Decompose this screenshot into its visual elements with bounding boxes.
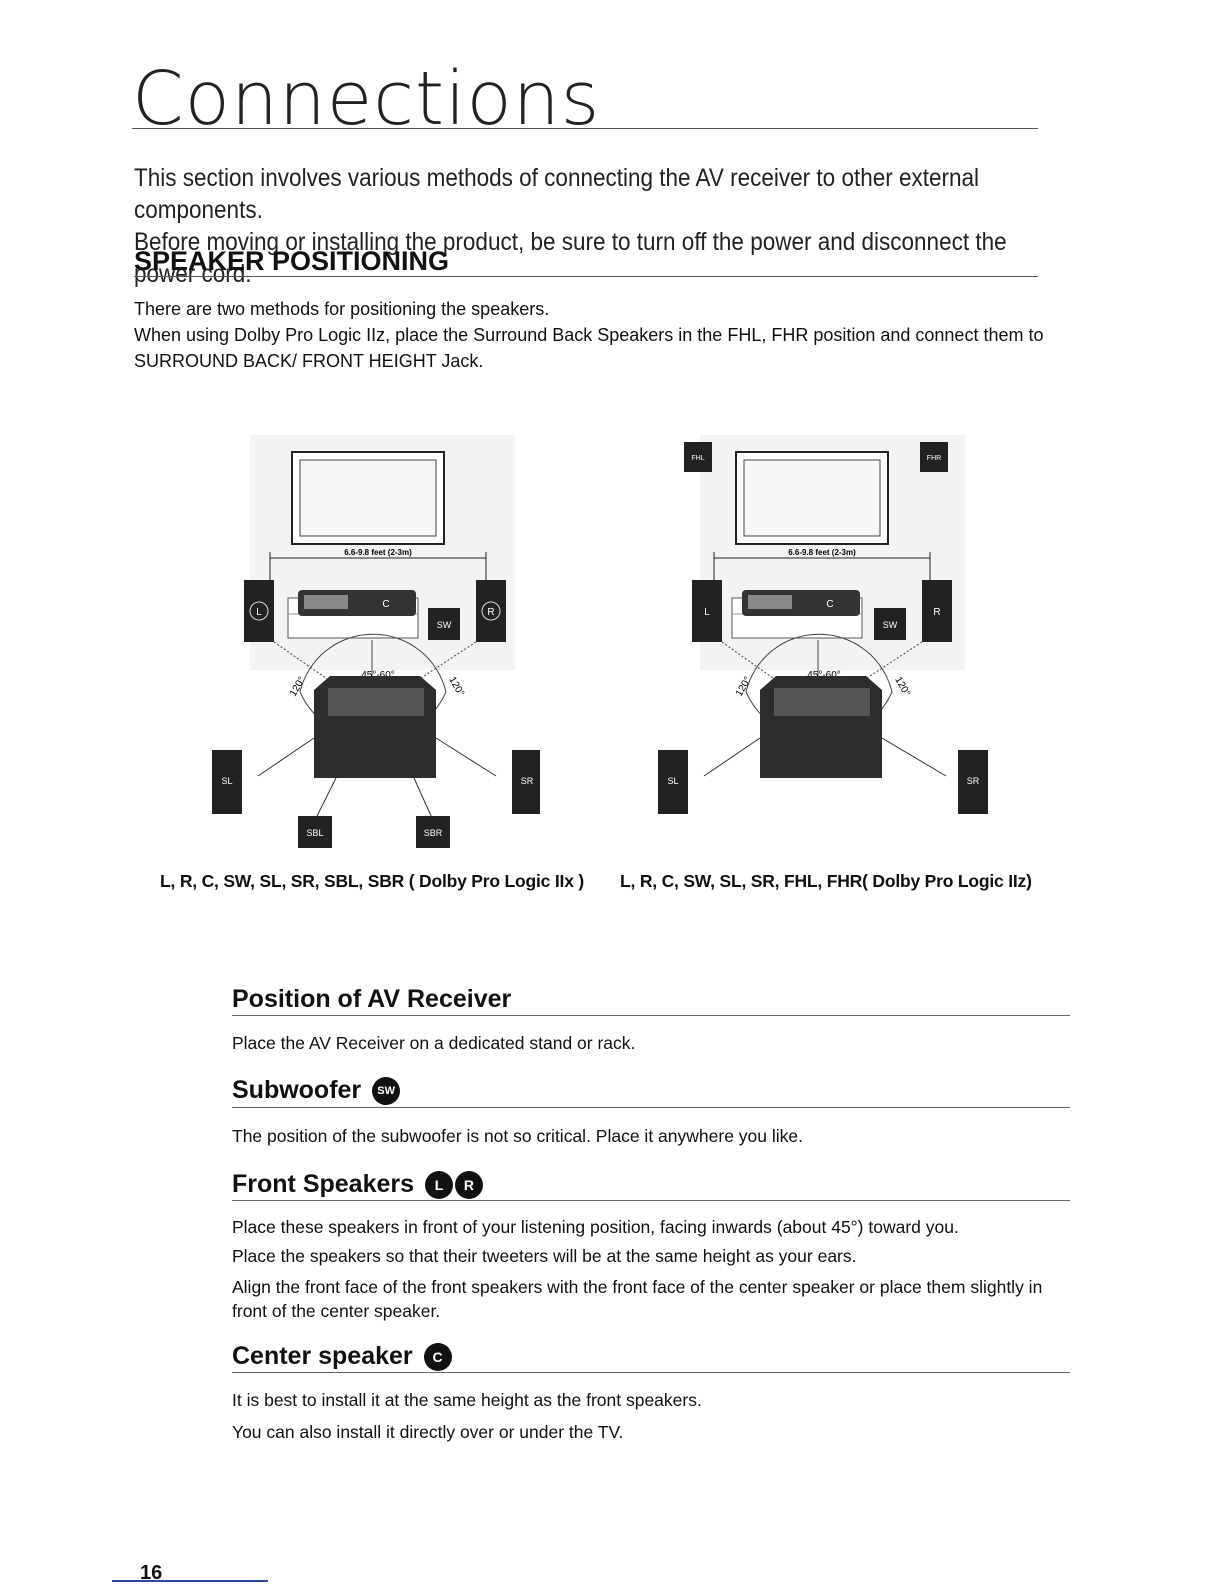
page-title: Connections: [132, 56, 601, 142]
section-line: Align the front face of the front speake…: [232, 1277, 1043, 1321]
section-heading-text: Front Speakers: [232, 1170, 415, 1198]
speaker-l-label: L: [256, 607, 262, 618]
speaker-sbr-label: SBR: [424, 828, 443, 838]
speaker-fhr-icon: [920, 442, 948, 472]
speaker-sr-icon: [958, 750, 988, 814]
diagram-right: FHL FHR 6.6-9.8 feet (2-3m) L R C SW 45°…: [658, 435, 988, 814]
page-number-rule: [112, 1580, 268, 1582]
title-rule: [132, 128, 1038, 129]
section-line: You can also install it directly over or…: [232, 1422, 624, 1442]
section-line: The position of the subwoofer is not so …: [232, 1126, 803, 1146]
diagram-left: 6.6-9.8 feet (2-3m) L R C SW 45°-60° 120…: [212, 435, 540, 848]
section-rule: [232, 1372, 1070, 1373]
intro-line-2: Before moving or installing the product,…: [134, 228, 1007, 288]
intro-text: This section involves various methods of…: [134, 162, 1052, 290]
page-number: 16: [140, 1562, 163, 1584]
sw-badge-icon: SW: [372, 1077, 401, 1106]
speaker-r-label: R: [933, 607, 940, 618]
speaker-l-icon: [692, 580, 722, 642]
speaker-fhl-label: FHL: [691, 455, 704, 462]
speaker-c-label: C: [382, 599, 389, 610]
speaker-sr-label: SR: [521, 776, 534, 786]
speaker-l-icon: [244, 580, 274, 642]
speaker-sr-icon: [512, 750, 540, 814]
speaker-sl-icon: [212, 750, 242, 814]
speaker-sw-icon: [874, 608, 906, 640]
speaker-sbl-icon: [298, 816, 332, 848]
speaker-fhr-label: FHR: [927, 455, 941, 462]
section-text-subwoofer: The position of the subwoofer is not so …: [232, 1121, 1072, 1151]
l-badge-icon: L: [424, 1171, 453, 1200]
speaker-positioning-text: There are two methods for positioning th…: [134, 296, 1074, 374]
speaker-sw-label: SW: [883, 620, 898, 630]
distance-label: 6.6-9.8 feet (2-3m): [788, 548, 856, 557]
section-rule: [232, 1200, 1070, 1201]
speaker-fhl-icon: [684, 442, 712, 472]
section-rule: [232, 1107, 1070, 1108]
intro-line-1: This section involves various methods of…: [134, 164, 980, 224]
r-badge-icon: R: [454, 1171, 483, 1200]
speaker-c-label: C: [826, 599, 833, 610]
speaker-sl-label: SL: [667, 776, 678, 786]
speaker-sr-label: SR: [967, 776, 980, 786]
section-line: Place the AV Receiver on a dedicated sta…: [232, 1033, 636, 1053]
section-text-front-speakers: Place these speakers in front of your li…: [232, 1213, 1072, 1323]
angle-inner-label: 45°-60°: [361, 670, 395, 681]
speaker-l-label: L: [704, 607, 710, 618]
speaker-sbl-label: SBL: [306, 828, 323, 838]
speaker-sl-label: SL: [221, 776, 232, 786]
speaker-line-3: SURROUND BACK/ FRONT HEIGHT Jack.: [134, 351, 484, 371]
speaker-sl-icon: [658, 750, 688, 814]
angle-outer-right-label: 120°: [446, 675, 466, 698]
section-heading-text: Subwoofer: [232, 1076, 362, 1104]
section-line: Place these speakers in front of your li…: [232, 1217, 959, 1237]
section-rule: [232, 1015, 1070, 1016]
diagram-right-caption: L, R, C, SW, SL, SR, FHL, FHR( Dolby Pro…: [620, 871, 1032, 891]
section-text-av-receiver: Place the AV Receiver on a dedicated sta…: [232, 1028, 1072, 1058]
section-heading-center-speaker: Center speaker C: [232, 1342, 452, 1372]
speaker-sw-label: SW: [437, 620, 452, 630]
section-heading-av-receiver: Position of AV Receiver: [232, 985, 512, 1013]
speaker-positioning-rule: [134, 276, 1038, 277]
speaker-r-icon: [922, 580, 952, 642]
speaker-line-2: When using Dolby Pro Logic IIz, place th…: [134, 325, 1044, 345]
section-heading-text: Center speaker: [232, 1342, 413, 1370]
c-badge-icon: C: [423, 1343, 452, 1372]
angle-inner-label: 45°-60°: [807, 670, 841, 681]
section-text-center-speaker: It is best to install it at the same hei…: [232, 1384, 1072, 1448]
section-heading-subwoofer: Subwoofer SW: [232, 1076, 401, 1106]
speaker-line-1: There are two methods for positioning th…: [134, 299, 550, 319]
distance-label: 6.6-9.8 feet (2-3m): [344, 548, 412, 557]
speaker-r-label: R: [487, 607, 494, 618]
section-line: Place the speakers so that their tweeter…: [232, 1246, 857, 1266]
speaker-r-icon: [476, 580, 506, 642]
angle-outer-right-label: 120°: [892, 675, 912, 698]
speaker-positioning-heading: SPEAKER POSITIONING: [134, 246, 450, 276]
diagram-left-caption: L, R, C, SW, SL, SR, SBL, SBR ( Dolby Pr…: [160, 871, 585, 891]
section-line: It is best to install it at the same hei…: [232, 1390, 702, 1410]
speaker-sbr-icon: [416, 816, 450, 848]
speaker-sw-icon: [428, 608, 460, 640]
